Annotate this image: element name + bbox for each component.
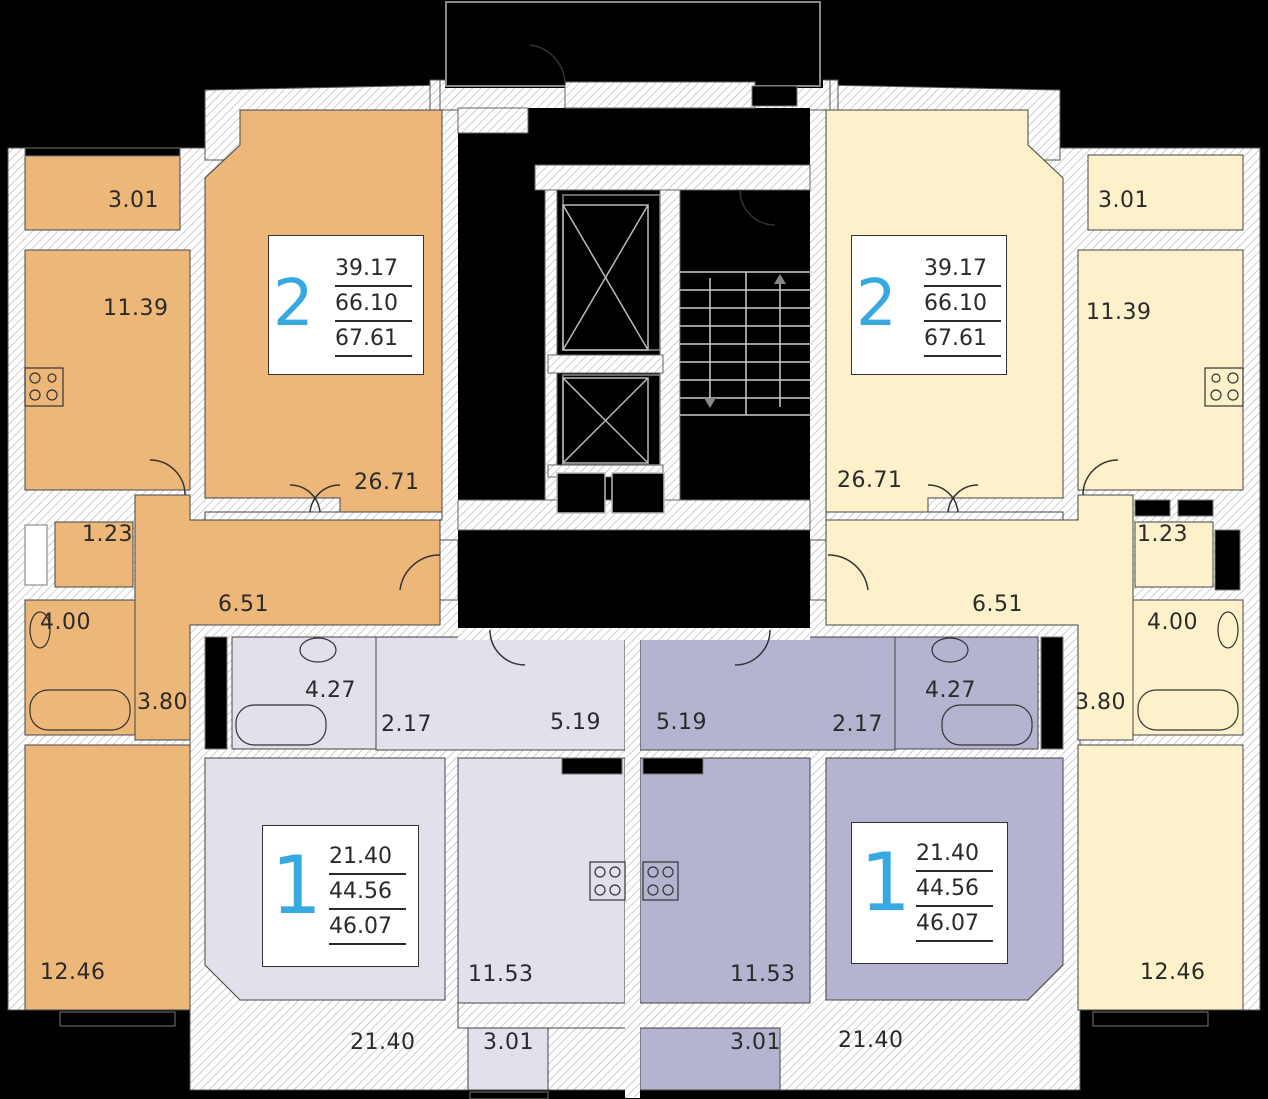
windows [24,85,1241,1099]
apartment-2-left [24,109,443,1011]
room-area-balcony: 3.01 [108,188,159,213]
room-area-balcony: 3.01 [483,1030,534,1055]
total-area-with-balcony: 67.61 [924,322,1001,357]
total-area: 44.56 [329,875,406,910]
room-area-kitchen: 11.53 [468,962,534,987]
room-area-kitchen: 11.53 [730,962,796,987]
total-area-with-balcony: 46.07 [329,910,406,945]
total-area: 44.56 [916,872,993,907]
apartment-card-2-left[interactable]: 2 39.17 66.10 67.61 [268,235,424,375]
living-area: 39.17 [335,252,412,287]
apartment-card-1-right[interactable]: 1 21.40 44.56 46.07 [851,822,1008,964]
room-area-kitchen: 11.39 [103,296,169,321]
room-area-bath: 4.00 [1147,610,1198,635]
room-area-hall: 5.19 [550,710,601,735]
room-area-hall: 6.51 [218,592,269,617]
apartment-card-1-left[interactable]: 1 21.40 44.56 46.07 [262,825,419,967]
room-area-corridor: 3.80 [137,690,188,715]
room-area-hall: 6.51 [972,592,1023,617]
staircase [680,271,812,416]
total-area: 66.10 [335,287,412,322]
room-area-hall: 5.19 [656,710,707,735]
living-area: 21.40 [329,840,406,875]
room-area-wc: 1.23 [1137,522,1188,547]
elevator-small [562,374,661,466]
room-area-bath: 4.00 [40,610,91,635]
room-area-corridor: 2.17 [832,712,883,737]
room-count: 2 [856,267,897,341]
room-area-wc: 1.23 [82,522,133,547]
room-area-kitchen: 11.39 [1086,300,1152,325]
room-area-living: 21.40 [838,1028,904,1053]
room-count: 1 [860,836,911,929]
room-area-balcony: 3.01 [730,1030,781,1055]
room-area-corridor: 2.17 [381,712,432,737]
room-count: 2 [273,267,314,341]
elevator-large [562,194,661,351]
room-area-bath: 4.27 [925,678,976,703]
doors [149,44,1119,666]
living-area: 39.17 [924,252,1001,287]
total-area: 66.10 [924,287,1001,322]
room-area-bedroom: 12.46 [40,960,106,985]
room-area-living: 26.71 [354,470,420,495]
room-area-corridor: 3.80 [1075,690,1126,715]
room-area-living: 26.71 [837,468,903,493]
living-area: 21.40 [916,837,993,872]
room-area-balcony: 3.01 [1098,188,1149,213]
total-area-with-balcony: 46.07 [916,907,993,942]
fixtures [24,367,1244,901]
room-area-living: 21.40 [350,1030,416,1055]
total-area-with-balcony: 67.61 [335,322,412,357]
room-area-bath: 4.27 [305,678,356,703]
room-count: 1 [271,839,322,932]
apartment-card-2-right[interactable]: 2 39.17 66.10 67.61 [851,235,1007,375]
room-area-bedroom: 12.46 [1140,960,1206,985]
